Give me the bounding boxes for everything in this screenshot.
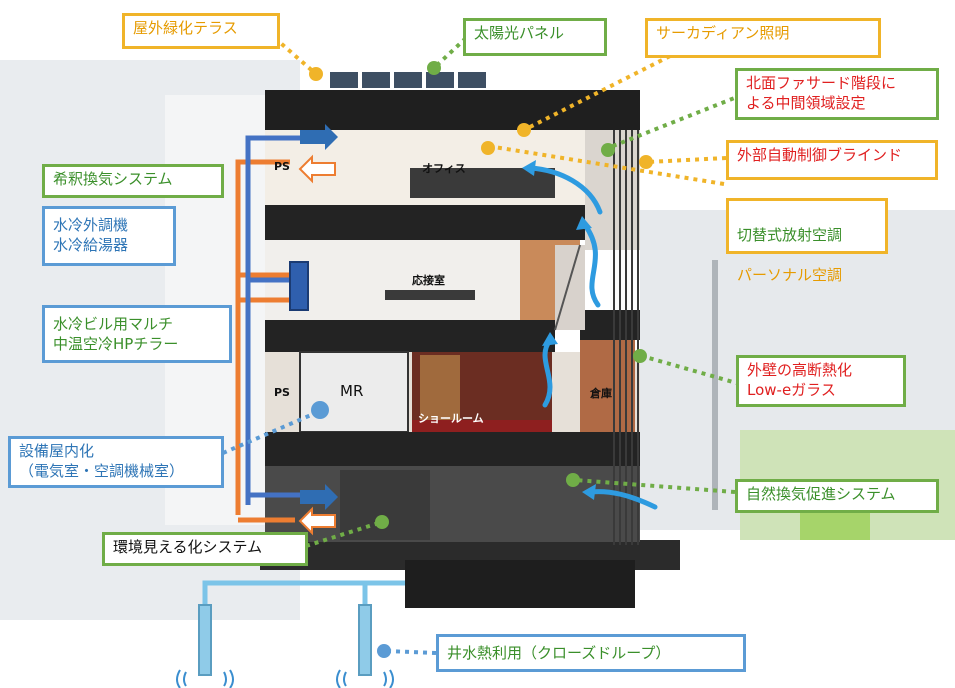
callout-rooftop-terrace: 屋外緑化テラス	[122, 13, 280, 49]
warehouse-label: 倉庫	[590, 387, 612, 400]
callout-auto-blind: 外部自動制御ブラインド	[726, 140, 938, 180]
callout-solar-panel: 太陽光パネル	[463, 18, 607, 56]
street-lamp-pole	[712, 260, 718, 510]
duct-arrows	[298, 124, 338, 536]
callout-ac-systems: 切替式放射空調 パーソナル空調	[726, 198, 888, 284]
callout-indoor-equipment: 設備屋内化 （電気室・空調機械室）	[8, 436, 224, 488]
ps-mid-label: PS	[274, 386, 290, 399]
showroom-label: ショールーム	[418, 412, 484, 425]
well-signal-icons	[176, 669, 394, 688]
mr-room	[299, 351, 409, 433]
personal-ac-text: パーソナル空調	[737, 266, 843, 284]
callout-well-water: 井水熱利用（クローズドループ）	[436, 634, 746, 672]
reception-label: 応接室	[412, 274, 445, 287]
airflow-arrowheads	[522, 160, 596, 500]
mr-label: MR	[340, 382, 364, 400]
ps-top-label: PS	[274, 160, 290, 173]
ahu-unit	[289, 261, 309, 311]
foundation	[405, 560, 635, 608]
roof-slab	[265, 90, 640, 130]
callout-circadian-lighting: サーカディアン照明	[645, 18, 881, 58]
callout-water-cooled-unit: 水冷外調機 水冷給湯器	[42, 206, 176, 266]
leader-lines	[222, 30, 743, 655]
callout-north-facade: 北面ファサード階段に よる中間領域設定	[735, 68, 939, 120]
callout-natural-vent: 自然換気促進システム	[735, 479, 939, 513]
office-label: オフィス	[422, 162, 466, 175]
callout-env-visualization: 環境見える化システム	[102, 532, 308, 566]
callout-dilution-vent: 希釈換気システム	[42, 164, 224, 198]
callout-high-insulation: 外壁の高断熱化 Low-eガラス	[736, 355, 906, 407]
well-right	[358, 604, 372, 676]
radiant-ac-text: 切替式放射空調	[737, 226, 843, 244]
leader-dots	[309, 61, 653, 658]
solar-panel-array	[330, 72, 486, 88]
well-left	[198, 604, 212, 676]
reception-floor	[265, 240, 565, 320]
exterior-louvers	[613, 130, 639, 545]
callout-multi-chiller: 水冷ビル用マルチ 中温空冷HPチラー	[42, 305, 232, 363]
airflow-arrows	[527, 165, 658, 510]
hvac-pipes	[235, 135, 300, 523]
